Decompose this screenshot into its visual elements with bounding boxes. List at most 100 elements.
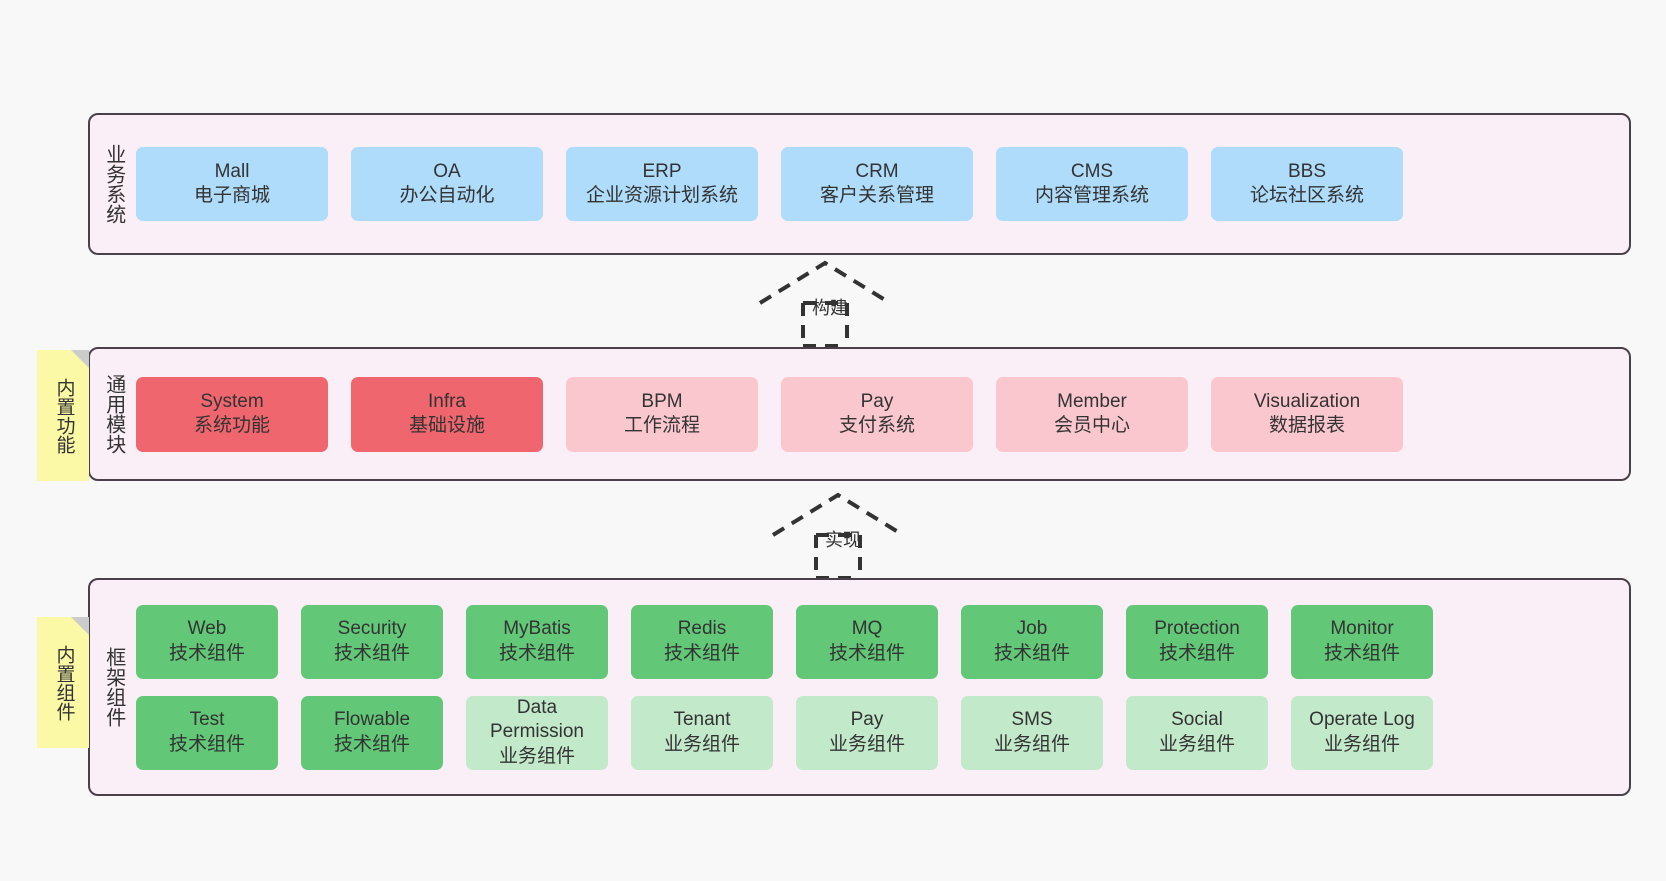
card-subtitle: 论坛社区系统 xyxy=(1249,185,1364,206)
card-bpm[interactable]: BPM 工作流程 xyxy=(566,376,758,452)
card-title: OA xyxy=(433,160,461,182)
card-flowable[interactable]: Flowable 技术组件 xyxy=(301,695,443,770)
card-title: ERP xyxy=(642,160,682,182)
card-row: Web 技术组件 Security 技术组件 MyBatis 技术组件 Redi… xyxy=(136,604,1619,679)
card-subtitle: 业务组件 xyxy=(1323,733,1400,755)
card-title: MQ xyxy=(851,618,883,640)
card-operate-log[interactable]: Operate Log 业务组件 xyxy=(1291,695,1433,770)
card-mall[interactable]: Mall 电子商城 xyxy=(136,147,328,221)
card-subtitle: 客户关系管理 xyxy=(819,185,934,206)
card-subtitle: 业务组件 xyxy=(828,733,905,755)
card-job[interactable]: Job 技术组件 xyxy=(961,604,1103,679)
card-sms[interactable]: SMS 业务组件 xyxy=(961,695,1103,770)
layer-business-card-grid: Mall 电子商城 OA 办公自动化 ERP 企业资源计划系统 CRM 客户关系… xyxy=(136,115,1629,253)
layer-framework-components: 框架组件 Web 技术组件 Security 技术组件 MyBatis 技术组件… xyxy=(88,578,1631,796)
layer-framework-card-grid: Web 技术组件 Security 技术组件 MyBatis 技术组件 Redi… xyxy=(136,580,1629,794)
note-label: 内置组件 xyxy=(53,644,75,721)
card-infra[interactable]: Infra 基础设施 xyxy=(351,376,543,452)
layer-common-modules: 通用模块 System 系统功能 Infra 基础设施 BPM 工作流程 Pay… xyxy=(88,347,1631,481)
card-security[interactable]: Security 技术组件 xyxy=(301,604,443,679)
card-social[interactable]: Social 业务组件 xyxy=(1126,695,1268,770)
layer-title-common-modules: 通用模块 xyxy=(102,374,125,454)
card-row: System 系统功能 Infra 基础设施 BPM 工作流程 Pay 支付系统… xyxy=(136,376,1619,452)
card-title: Social xyxy=(1171,709,1223,731)
layer-business-systems: 业务系统 Mall 电子商城 OA 办公自动化 ERP 企业资源计划系统 CRM… xyxy=(88,113,1631,255)
card-oa[interactable]: OA 办公自动化 xyxy=(351,147,543,221)
card-data-permission[interactable]: Data Permission 业务组件 xyxy=(466,695,608,770)
card-subtitle: 技术组件 xyxy=(333,642,410,664)
layer-title-business-systems: 业务系统 xyxy=(102,144,125,224)
card-title: Job xyxy=(1016,618,1048,640)
card-subtitle: 技术组件 xyxy=(993,642,1070,664)
card-redis[interactable]: Redis 技术组件 xyxy=(631,604,773,679)
note-builtin-functions: 内置功能 xyxy=(37,350,89,481)
card-title: Web xyxy=(187,618,227,640)
card-subtitle: 会员中心 xyxy=(1053,415,1130,436)
card-visualization[interactable]: Visualization 数据报表 xyxy=(1211,376,1403,452)
card-title: Visualization xyxy=(1253,390,1361,412)
card-mq[interactable]: MQ 技术组件 xyxy=(796,604,938,679)
card-subtitle: 支付系统 xyxy=(838,415,915,436)
card-title: Tenant xyxy=(673,709,731,731)
card-title: Member xyxy=(1057,390,1127,412)
card-title: Operate Log xyxy=(1309,709,1415,731)
card-subtitle: 内容管理系统 xyxy=(1034,185,1149,206)
connector-build: 构建 xyxy=(755,258,905,348)
card-title: CMS xyxy=(1070,160,1114,182)
card-tenant[interactable]: Tenant 业务组件 xyxy=(631,695,773,770)
card-title: Mall xyxy=(214,160,250,182)
card-title: BPM xyxy=(641,390,683,412)
note-builtin-components: 内置组件 xyxy=(37,617,89,748)
card-title: Protection xyxy=(1154,618,1240,640)
card-title: Security xyxy=(337,618,407,640)
card-subtitle: 技术组件 xyxy=(333,733,410,755)
card-title: Pay xyxy=(850,709,884,731)
card-subtitle: 业务组件 xyxy=(498,745,575,767)
card-subtitle: 电子商城 xyxy=(193,185,270,206)
card-protection[interactable]: Protection 技术组件 xyxy=(1126,604,1268,679)
card-title: Flowable xyxy=(333,709,411,731)
note-label: 内置功能 xyxy=(53,377,75,454)
card-subtitle: 业务组件 xyxy=(993,733,1070,755)
card-mybatis[interactable]: MyBatis 技术组件 xyxy=(466,604,608,679)
card-subtitle: 业务组件 xyxy=(1158,733,1235,755)
card-title: CRM xyxy=(855,160,899,182)
card-title: Infra xyxy=(427,390,467,412)
card-pay-module[interactable]: Pay 支付系统 xyxy=(781,376,973,452)
folded-corner-icon xyxy=(71,350,89,368)
card-crm[interactable]: CRM 客户关系管理 xyxy=(781,147,973,221)
card-subtitle: 基础设施 xyxy=(408,415,485,436)
card-subtitle: 企业资源计划系统 xyxy=(585,185,738,206)
card-pay-component[interactable]: Pay 业务组件 xyxy=(796,695,938,770)
card-title: Redis xyxy=(677,618,727,640)
card-title: Pay xyxy=(860,390,894,412)
card-title: Monitor xyxy=(1330,618,1394,640)
layer-title-framework-components: 框架组件 xyxy=(102,647,125,727)
connector-realize-label: 实现 xyxy=(825,530,861,550)
connector-realize: 实现 xyxy=(768,490,918,580)
connector-build-label: 构建 xyxy=(812,298,848,318)
card-title: Data Permission xyxy=(490,697,584,743)
layer-modules-card-grid: System 系统功能 Infra 基础设施 BPM 工作流程 Pay 支付系统… xyxy=(136,349,1629,479)
card-title: BBS xyxy=(1287,160,1327,182)
card-cms[interactable]: CMS 内容管理系统 xyxy=(996,147,1188,221)
card-erp[interactable]: ERP 企业资源计划系统 xyxy=(566,147,758,221)
card-subtitle: 技术组件 xyxy=(1323,642,1400,664)
card-row: Test 技术组件 Flowable 技术组件 Data Permission … xyxy=(136,695,1619,770)
card-subtitle: 技术组件 xyxy=(498,642,575,664)
card-member[interactable]: Member 会员中心 xyxy=(996,376,1188,452)
card-title: Test xyxy=(189,709,225,731)
card-subtitle: 技术组件 xyxy=(168,733,245,755)
folded-corner-icon xyxy=(71,617,89,635)
card-row: Mall 电子商城 OA 办公自动化 ERP 企业资源计划系统 CRM 客户关系… xyxy=(136,147,1619,221)
card-monitor[interactable]: Monitor 技术组件 xyxy=(1291,604,1433,679)
card-bbs[interactable]: BBS 论坛社区系统 xyxy=(1211,147,1403,221)
card-test[interactable]: Test 技术组件 xyxy=(136,695,278,770)
card-system[interactable]: System 系统功能 xyxy=(136,376,328,452)
card-subtitle: 技术组件 xyxy=(663,642,740,664)
card-title: SMS xyxy=(1011,709,1053,731)
card-title: System xyxy=(200,390,264,412)
card-web[interactable]: Web 技术组件 xyxy=(136,604,278,679)
card-subtitle: 系统功能 xyxy=(193,415,270,436)
card-subtitle: 技术组件 xyxy=(1158,642,1235,664)
